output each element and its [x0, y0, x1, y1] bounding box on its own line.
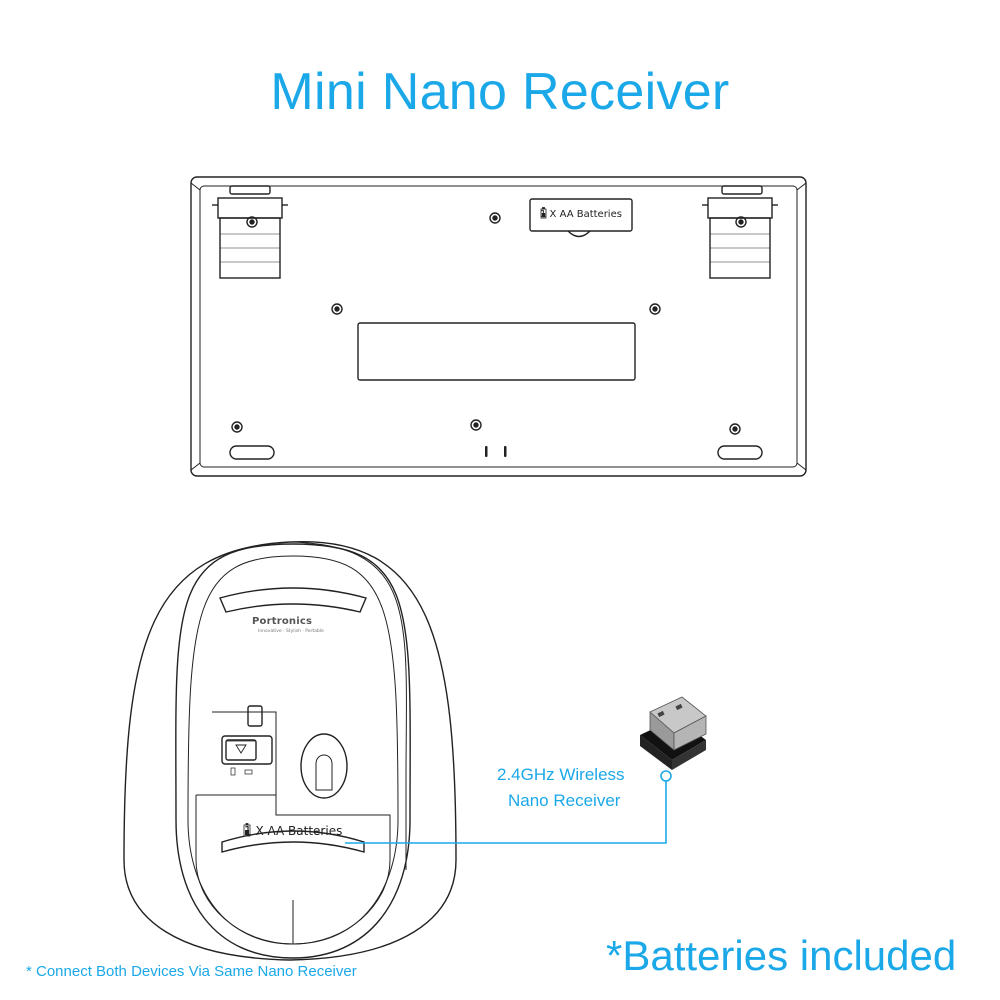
keyboard-battery-label: 1 X AA Batteries: [540, 209, 622, 220]
keyboard-foot-left: [212, 185, 288, 279]
keyboard-label-plate: [357, 322, 636, 381]
battery-icon: [243, 823, 251, 837]
nano-receiver-illustration: [640, 696, 707, 770]
receiver-label-line1: 2.4GHz Wireless: [497, 765, 625, 784]
keyboard-foot-right: [702, 185, 778, 279]
keyboard-pad-right: [717, 445, 763, 460]
keyboard-battery-cover: [529, 198, 633, 232]
page-title: Mini Nano Receiver: [270, 63, 730, 121]
brand-tagline: Innovative · Stylish · Portable: [258, 629, 324, 634]
mouse-illustration: [123, 541, 457, 961]
mouse-battery-label: 1 X AA Batteries: [244, 824, 343, 838]
receiver-label-line2: Nano Receiver: [508, 791, 621, 810]
connector-line: [345, 770, 672, 844]
footnote: * Connect Both Devices Via Same Nano Rec…: [26, 963, 357, 980]
brand-logo: Portronics: [252, 616, 313, 627]
keyboard-pad-left: [229, 445, 275, 460]
keyboard-screws: [231, 212, 741, 435]
batteries-included-note: *Batteries included: [606, 932, 957, 979]
battery-icon: [540, 207, 547, 219]
keyboard-illustration: [190, 176, 807, 477]
